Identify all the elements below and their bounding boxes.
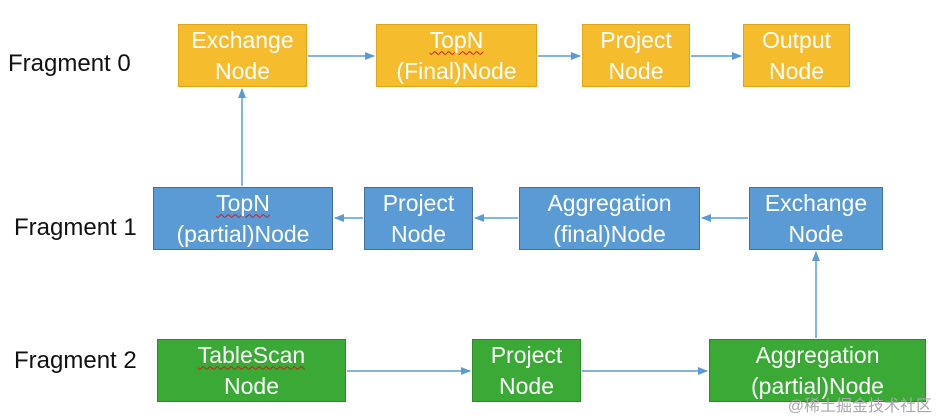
project-node-fragment-0: Project Node: [582, 24, 690, 87]
project-node-line1: Project: [382, 189, 455, 216]
project-node-line2: Node: [608, 57, 664, 84]
topn-final-node-line2: (Final)Node: [396, 57, 517, 84]
exchange-node-line1: Exchange: [191, 26, 294, 53]
output-node-line1: Output: [761, 26, 832, 53]
watermark: @稀土掘金技术社区: [787, 398, 932, 415]
aggregation-final-node-line2: (final)Node: [553, 220, 666, 247]
exchange-node-fragment-1: Exchange Node: [749, 187, 883, 250]
project-node-line1: Project: [600, 26, 672, 53]
exchange-node-line2: Node: [215, 57, 270, 84]
topn-partial-node-line1: TopN: [216, 189, 270, 216]
aggregation-partial-node: Aggregation (partial)Node: [709, 339, 926, 402]
tablescan-node-line1: TableScan: [197, 341, 306, 368]
exchange-node-line2: Node: [788, 220, 844, 247]
aggregation-partial-node-line2: (partial)Node: [751, 372, 884, 399]
project-node-line2: Node: [499, 372, 554, 399]
fragment-0-label: Fragment 0: [8, 50, 131, 77]
tablescan-node: TableScan Node: [157, 339, 346, 402]
output-node: Output Node: [743, 24, 850, 87]
aggregation-final-node: Aggregation (final)Node: [519, 187, 700, 250]
topn-partial-node: TopN (partial)Node: [153, 187, 333, 250]
topn-partial-node-line2: (partial)Node: [176, 220, 310, 247]
exchange-node-line1: Exchange: [764, 189, 868, 216]
project-node-line1: Project: [490, 341, 563, 368]
fragment-1-label: Fragment 1: [14, 214, 137, 241]
output-node-line2: Node: [769, 57, 824, 84]
project-node-fragment-1: Project Node: [364, 187, 473, 250]
tablescan-node-line2: Node: [224, 372, 279, 399]
aggregation-partial-node-line1: Aggregation: [755, 341, 880, 368]
fragment-2-label: Fragment 2: [14, 347, 137, 374]
topn-final-node: TopN (Final)Node: [376, 24, 537, 87]
project-node-line2: Node: [391, 220, 446, 247]
exchange-node-fragment-0: Exchange Node: [178, 24, 307, 87]
aggregation-final-node-line1: Aggregation: [547, 189, 672, 216]
project-node-fragment-2: Project Node: [472, 339, 581, 402]
topn-final-node-line1: TopN: [429, 26, 484, 53]
